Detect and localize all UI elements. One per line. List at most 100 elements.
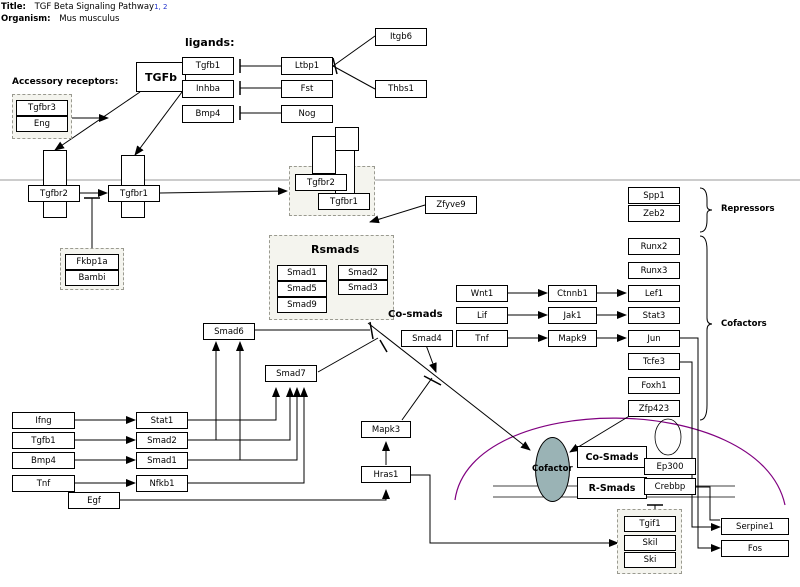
gene-zfp423[interactable]: Zfp423 — [628, 400, 680, 417]
gene-smad1[interactable]: Smad1 — [277, 265, 327, 281]
edge-rsmads-cofactor — [367, 322, 531, 451]
gene-smad7[interactable]: Smad7 — [265, 365, 317, 382]
references-link[interactable]: 1, 2 — [154, 3, 168, 11]
gene-lef1[interactable]: Lef1 — [628, 285, 680, 302]
title-label: Title: — [1, 2, 26, 12]
edge-zfp423-cofactor — [569, 414, 632, 453]
gene-thbs1[interactable]: Thbs1 — [375, 80, 427, 98]
gene-zfyve9[interactable]: Zfyve9 — [425, 196, 477, 214]
edge-crebbp-serpine1 — [696, 486, 720, 521]
gene-spp1[interactable]: Spp1 — [628, 187, 680, 204]
gene-tcfe3[interactable]: Tcfe3 — [628, 353, 680, 370]
edge-smad7-rsmads — [317, 337, 379, 373]
gene-ep300[interactable]: Ep300 — [644, 458, 696, 475]
gene-smad5[interactable]: Smad5 — [277, 281, 327, 297]
gene-hras1[interactable]: Hras1 — [361, 466, 411, 483]
gene-bambi[interactable]: Bambi — [65, 270, 119, 286]
cosmads-box[interactable]: Co-Smads — [577, 446, 647, 468]
gene-tgfb1-input[interactable]: Tgfb1 — [12, 432, 75, 449]
edge-mapk3-smad-block — [401, 377, 433, 421]
gene-smad2-mid[interactable]: Smad2 — [136, 432, 188, 449]
gene-smad9[interactable]: Smad9 — [277, 297, 327, 313]
tbar — [423, 375, 442, 386]
tbar — [379, 339, 388, 353]
gene-smad1-mid[interactable]: Smad1 — [136, 452, 188, 469]
gene-mapk9[interactable]: Mapk9 — [548, 330, 597, 347]
edge-hras1-tgif1 — [411, 474, 619, 547]
gene-runx2[interactable]: Runx2 — [628, 238, 680, 255]
receptor-body-tgfbr2 — [43, 150, 67, 218]
edge-tgfbr1-tgfbr2b — [159, 187, 288, 196]
edge-smad1-smad6 — [188, 341, 244, 461]
gene-nog[interactable]: Nog — [281, 105, 333, 123]
gene-lif[interactable]: Lif — [456, 307, 508, 324]
gene-stat1[interactable]: Stat1 — [136, 412, 188, 429]
repressors-bracket — [699, 187, 713, 233]
gene-smad2[interactable]: Smad2 — [338, 265, 388, 280]
gene-skil[interactable]: Skil — [624, 535, 676, 551]
gene-egf[interactable]: Egf — [68, 492, 120, 509]
gene-jun[interactable]: Jun — [628, 330, 680, 347]
edge-tgfb-tgfbr1 — [134, 91, 183, 156]
gene-tgfbr2-complex[interactable]: Tgfbr2 — [295, 174, 347, 191]
gene-bmp4[interactable]: Bmp4 — [182, 105, 234, 123]
dna-loop — [654, 418, 682, 456]
gene-fkbp1a[interactable]: Fkbp1a — [65, 254, 119, 270]
gene-wnt1[interactable]: Wnt1 — [456, 285, 508, 302]
accessory-receptors-label: Accessory receptors: — [12, 77, 119, 87]
gene-ski[interactable]: Ski — [624, 552, 676, 568]
edge-nfkb1-smad7 — [188, 387, 308, 484]
edge-thbs1-ltbp1 — [332, 65, 376, 90]
gene-serpine1[interactable]: Serpine1 — [721, 518, 789, 535]
gene-tgfbr1-complex[interactable]: Tgfbr1 — [318, 193, 370, 210]
organism-label: Organism: — [1, 14, 51, 24]
rsmads-label: Rsmads — [311, 243, 360, 256]
gene-tgfbr3[interactable]: Tgfbr3 — [16, 100, 68, 116]
gene-mapk3[interactable]: Mapk3 — [361, 421, 411, 438]
gene-itgb6[interactable]: Itgb6 — [375, 28, 427, 46]
cofactors-label: Cofactors — [721, 319, 767, 329]
edge-tcfe3-serpine1 — [680, 361, 721, 531]
gene-tnf-input[interactable]: Tnf — [12, 475, 75, 492]
gene-smad6[interactable]: Smad6 — [203, 323, 255, 340]
gene-fst[interactable]: Fst — [281, 80, 333, 98]
organism-value: Mus musculus — [59, 14, 120, 24]
gene-bmp4-input[interactable]: Bmp4 — [12, 452, 75, 469]
gene-eng[interactable]: Eng — [16, 116, 68, 132]
gene-jak1[interactable]: Jak1 — [548, 307, 597, 324]
tgfb-node[interactable]: TGFb — [136, 62, 186, 92]
rsmads-box[interactable]: R-Smads — [577, 477, 647, 499]
gene-runx3[interactable]: Runx3 — [628, 262, 680, 279]
gene-ltbp1[interactable]: Ltbp1 — [281, 57, 333, 75]
gene-ifng[interactable]: Ifng — [12, 412, 75, 429]
gene-tgif1[interactable]: Tgif1 — [624, 516, 676, 532]
gene-stat3[interactable]: Stat3 — [628, 307, 680, 324]
edge-smad4-cosmads — [425, 344, 437, 373]
gene-inhba[interactable]: Inhba — [182, 80, 234, 98]
edge-tgfb-tgfbr2 — [54, 91, 141, 151]
gene-smad4[interactable]: Smad4 — [401, 330, 453, 347]
cofactor-ellipse[interactable] — [535, 437, 570, 502]
pathway-title: TGF Beta Signaling Pathway — [34, 2, 155, 12]
receptor-body-tgfbr2b — [312, 136, 336, 174]
gene-tgfbr2[interactable]: Tgfbr2 — [28, 185, 80, 202]
gene-tnf-cofactor[interactable]: Tnf — [456, 330, 508, 347]
title-row: Title: TGF Beta Signaling Pathway1, 2 — [1, 2, 167, 12]
gene-fos[interactable]: Fos — [721, 540, 789, 557]
edge-smad2-smad6 — [188, 341, 220, 441]
gene-foxh1[interactable]: Foxh1 — [628, 377, 680, 394]
gene-tgfb1[interactable]: Tgfb1 — [182, 57, 234, 75]
gene-smad3[interactable]: Smad3 — [338, 280, 388, 295]
receptor-body-extra — [335, 127, 359, 151]
edge-smad1-smad7 — [240, 387, 301, 461]
gene-crebbp[interactable]: Crebbp — [644, 478, 696, 495]
gene-nfkb1[interactable]: Nfkb1 — [136, 475, 188, 492]
cosmads-label: Co-smads — [388, 309, 443, 320]
gene-tgfbr1[interactable]: Tgfbr1 — [108, 185, 160, 202]
gene-ctnnb1[interactable]: Ctnnb1 — [548, 285, 597, 302]
tbar — [332, 57, 338, 75]
edge-egf-hras1 — [120, 489, 390, 501]
gene-zeb2[interactable]: Zeb2 — [628, 205, 680, 222]
